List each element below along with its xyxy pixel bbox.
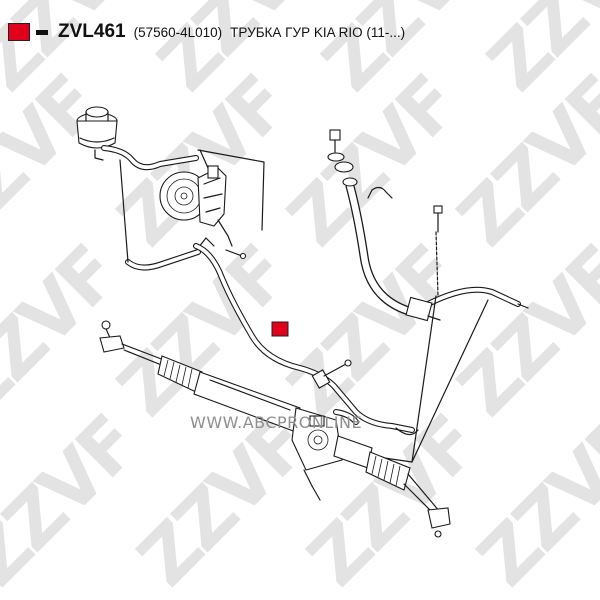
watermark-logo: ZZVF [0,401,154,600]
watermark-url: WWW.ABCPRONLINE [190,413,362,432]
reservoir [76,106,118,161]
return-line-left [119,159,247,271]
part-description: ТРУБКА ГУР KIA RIO (11-...) [230,24,406,40]
watermark-logo: ZZVF [0,231,134,433]
legend-dash [36,29,48,35]
watermark-logo: ZZVF [272,231,474,433]
oem-number: (57560-4L010) [133,24,223,40]
watermark-logo: ZZVF [462,401,600,600]
part-marker [271,321,289,337]
high-pressure-hose [327,129,529,322]
part-code: ZVL461 [58,21,126,42]
power-steering-pump [159,165,233,247]
watermark-logo: ZZVF [442,231,600,433]
part-header: ZVL461 (57560-4L010) ТРУБКА ГУР KIA RIO … [8,18,405,46]
legend-swatch [8,23,30,41]
reservoir-hose [101,145,199,171]
target-pressure-tube [193,243,419,436]
steering-rack [99,320,451,538]
